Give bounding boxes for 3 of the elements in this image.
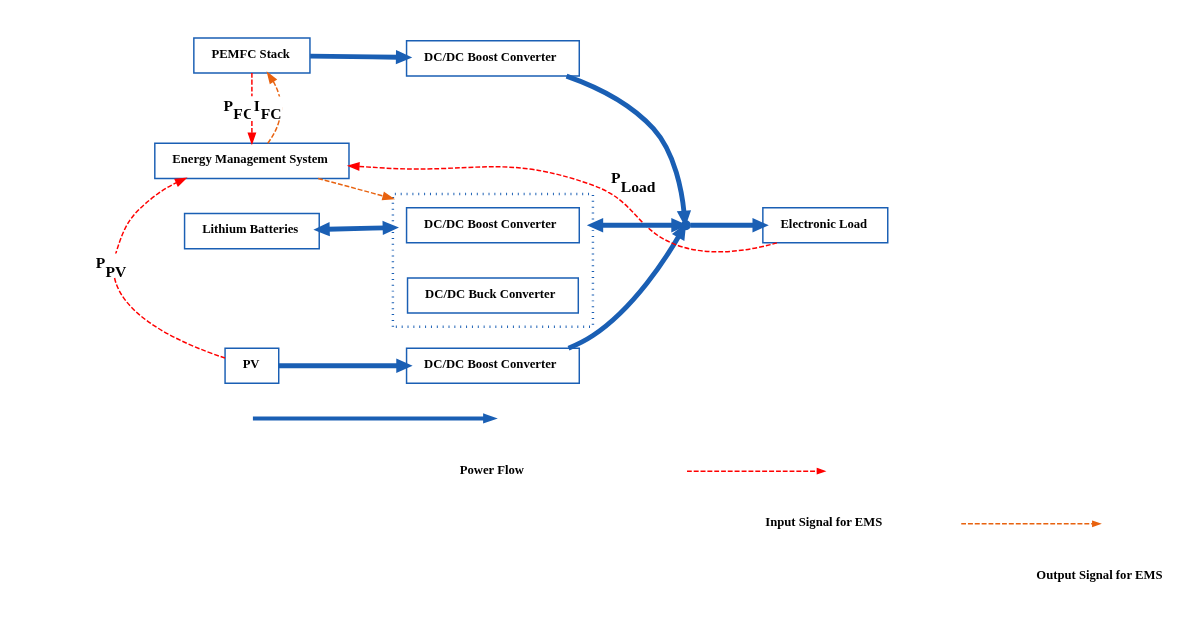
legend-label: Power Flow (459, 462, 524, 477)
legend-label: Output Signal for EMS (1036, 567, 1163, 582)
legend-label: Input Signal for EMS (765, 515, 883, 530)
